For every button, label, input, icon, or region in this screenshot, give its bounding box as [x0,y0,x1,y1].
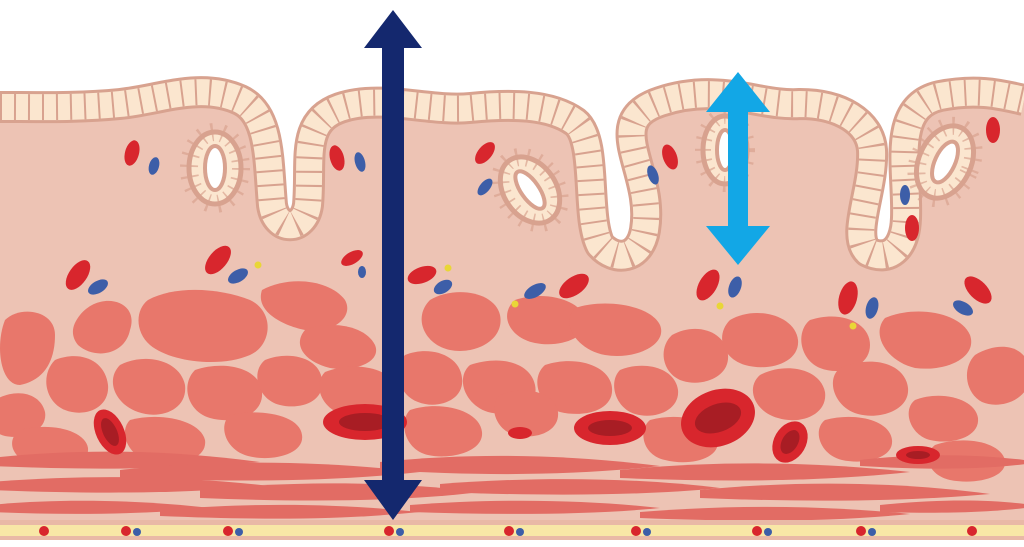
blood-cell-cluster [124,140,160,175]
red-blood-cell [772,421,808,463]
blood-cell-cluster [341,250,366,278]
gland [491,147,569,233]
blood-cell-cluster [511,273,589,308]
blood-cell-cluster [953,276,992,316]
base-layer-cells [39,526,977,536]
mucosa-depth-arrow [706,72,770,265]
blood-cell-cluster [329,145,366,172]
epithelium-layer [0,76,1024,272]
muscle-cell-layer [0,281,1024,482]
red-blood-cell [681,388,755,448]
blood-cell-cluster [838,281,879,330]
gland [907,116,983,208]
blood-cell-cluster [205,245,262,284]
muscle-fiber-layer [0,451,1024,521]
blood-cell-cluster [696,269,742,310]
full-thickness-arrow [364,10,422,520]
blood-cell-cluster [647,144,678,185]
blood-cell-cluster [900,117,1000,241]
red-blood-cell [93,409,127,455]
red-blood-cell [508,427,532,439]
blood-cell-cluster [475,142,495,196]
red-blood-cell [574,411,646,445]
blood-cell-cluster [65,260,108,295]
blood-cell-cluster [407,264,453,295]
red-blood-cell [896,446,940,464]
gland [180,123,250,213]
